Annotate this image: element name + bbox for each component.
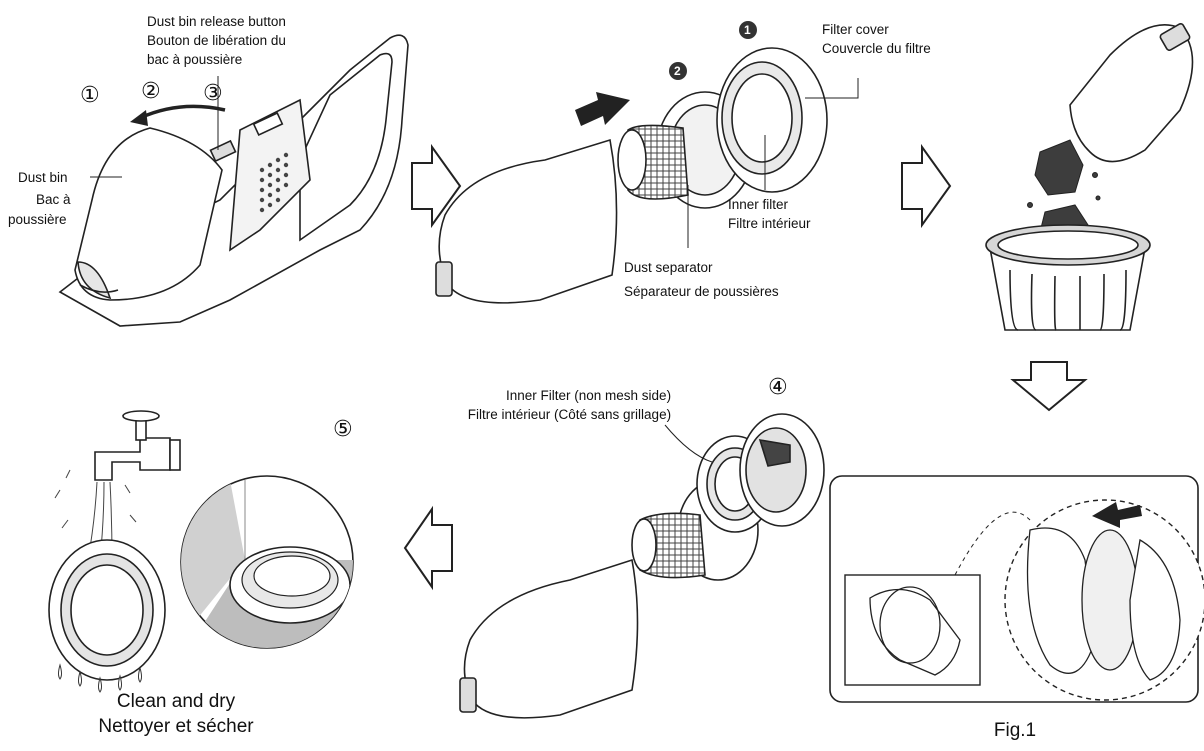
water-tap-icon <box>94 410 181 481</box>
dust-bin-icon <box>74 127 223 301</box>
badge-one-label: 1 <box>744 23 751 37</box>
flow-arrow-icon <box>403 143 1088 591</box>
dust-separator-label-en: Dust separator <box>624 260 713 275</box>
inner-filter-label-fr: Filtre intérieur <box>728 216 811 231</box>
step-one-number: ① <box>80 83 100 108</box>
hands-icon <box>869 527 1181 681</box>
inner-filter-side-label-fr: Filtre intérieur (Côté sans grillage) <box>467 407 672 422</box>
filter-cover-icon <box>716 47 828 193</box>
dust-bin-label-fr-1: Bac à <box>36 192 71 207</box>
dust-bin-label-en: Dust bin <box>18 170 68 185</box>
release-button-label-en: Dust bin release button <box>147 14 286 29</box>
badge-two-dot <box>669 62 687 80</box>
filter-cover-label-en: Filter cover <box>822 22 889 37</box>
inner-filter-side-leader <box>664 424 713 463</box>
badge-one-dot <box>739 21 757 39</box>
filter-cover-icon <box>739 413 825 527</box>
dust-separator-label-fr: Séparateur de poussières <box>624 284 779 299</box>
release-button-label-fr-1: Bouton de libération du <box>147 33 286 48</box>
inner-filter-side-label-en: Inner Filter (non mesh side) <box>506 388 672 403</box>
assembly-direction-arrow <box>575 92 630 126</box>
inner-filter-label-en: Inner filter <box>728 197 789 212</box>
filter-cover-icon <box>48 539 166 681</box>
dust-bin-label: Dust bin Bac à poussière <box>8 168 90 229</box>
fig1-direction-arrow <box>1092 502 1142 528</box>
release-button-label-fr-2: bac à poussière <box>147 52 243 67</box>
dust-bin-label-fr-2: poussière <box>8 212 67 227</box>
clean-dry-label: Clean and dry Nettoyer et sécher <box>86 689 266 739</box>
clean-dry-label-fr: Nettoyer et sécher <box>98 716 254 737</box>
step-three-number: ③ <box>203 81 223 106</box>
dust-bin-icon <box>459 558 639 719</box>
filter-cover-label: Filter cover Couvercle du filtre <box>822 20 931 58</box>
release-button-label: Dust bin release button Bouton de libéra… <box>147 12 286 69</box>
step-five-number: ⑤ <box>333 417 353 442</box>
dust-separator-label: Dust separator Séparateur de poussières <box>624 258 779 301</box>
open-direction-arrow <box>139 104 226 120</box>
water-drips-icon <box>58 663 142 693</box>
fig1-zoom-line <box>954 511 1031 576</box>
step-four-number: ④ <box>768 375 788 400</box>
filter-cover-label-fr: Couvercle du filtre <box>822 41 931 56</box>
filter-closeup-icon <box>180 475 354 649</box>
step-two-number: ② <box>141 79 161 104</box>
inner-filter-label: Inner filter Filtre intérieur <box>728 195 811 233</box>
panel2-leaders <box>687 78 859 248</box>
figure-label: Fig.1 <box>993 720 1037 741</box>
trash-can-icon <box>985 224 1151 331</box>
open-direction-arrowhead <box>130 110 148 126</box>
clean-dry-label-en: Clean and dry <box>116 691 236 712</box>
dust-bin-icon <box>435 138 618 304</box>
inner-filter-side-label: Inner Filter (non mesh side) Filtre inté… <box>454 386 671 424</box>
badge-two-label: 2 <box>674 64 681 78</box>
dust-bin-icon <box>1069 23 1194 163</box>
